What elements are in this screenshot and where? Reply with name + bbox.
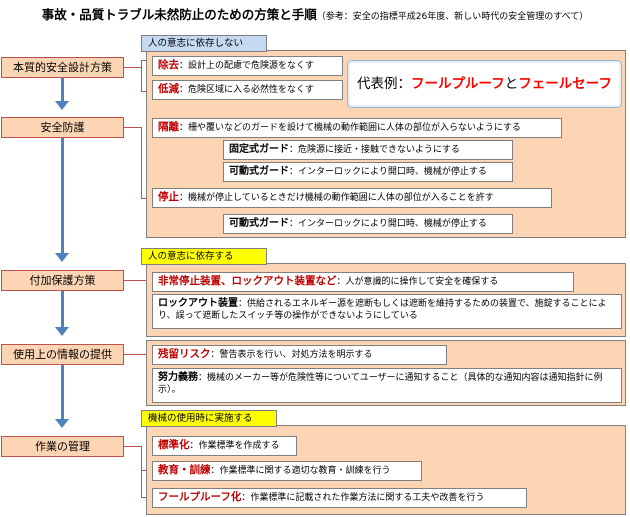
flow-arrow-1-head — [55, 101, 69, 110]
example-prefix: 代表例： — [357, 76, 412, 92]
flow-arrow-1-shaft — [61, 78, 64, 101]
step-information-for-use: 使用上の情報の提供 — [1, 344, 124, 365]
title-main: 事故・品質トラブル未然防止のための方策と手順 — [41, 7, 317, 22]
example-failsafe: フェールセーフ — [518, 76, 612, 92]
flow-arrow-4-shaft — [61, 365, 64, 419]
step-complementary-measures: 付加保護方策 — [1, 270, 124, 291]
diagram-title: 事故・品質トラブル未然防止のための方策と手順（参考：安全の指標平成26年度、新し… — [2, 4, 628, 24]
flow-arrow-3-shaft — [61, 291, 64, 327]
effort-duty-text: ：機械のメーカー等が危険性等についてユーザーに通知すること（具体的な通知内容は通… — [158, 373, 603, 395]
stop-movable-guard-keyword: 可動式ガード — [229, 218, 289, 229]
reduction-text: ：危険区域に入る必然性をなくす — [179, 85, 315, 95]
header-independent-of-will: 人の意志に依存しない — [141, 35, 267, 52]
movable-guard-text: ：インターロックにより開口時、機械が停止する — [289, 167, 487, 177]
example-foolproof: フールプルーフ — [411, 76, 505, 92]
stop-text: ：機械が停止しているときだけ機械の動作範囲に人体の部位が入ることを許す — [179, 193, 494, 203]
item-movable-guard: 可動式ガード：インターロックにより開口時、機械が停止する — [223, 162, 513, 182]
flow-arrow-2-head — [55, 253, 69, 262]
item-standardization: 標準化：作業標準を作成する — [152, 436, 297, 456]
stop-movable-guard-text: ：インターロックにより開口時、機械が停止する — [289, 219, 487, 229]
connector-step1 — [124, 67, 141, 68]
item-isolation: 隔離：柵や覆いなどのガードを設けて機械の動作範囲に人体の部位が入らないようにする — [152, 118, 562, 138]
example-and: と — [504, 76, 519, 92]
removal-text: ：設計上の配慮で危険源をなくす — [179, 61, 315, 71]
bracket-step2 — [141, 127, 142, 199]
reduction-keyword: 低減 — [158, 83, 179, 95]
item-education-training: 教育・訓練：作業標準に関する適切な教育・訓練を行う — [152, 461, 422, 481]
step-work-management: 作業の管理 — [1, 436, 124, 457]
residual-risk-text: ：警告表示を行い、対処方法を明示する — [210, 350, 373, 360]
isolation-keyword: 隔離 — [158, 121, 179, 133]
item-reduction: 低減：危険区域に入る必然性をなくす — [152, 80, 343, 100]
connector-step3 — [124, 280, 152, 281]
flow-arrow-2-shaft — [61, 138, 64, 253]
item-emergency-stop: 非常停止装置、ロックアウト装置など：人が意識的に操作して安全を確保する — [152, 272, 574, 292]
step-inherent-safe-design: 本質的安全設計方策 — [1, 57, 124, 78]
foolproofing-text: ：作業標準に記載された作業方法に関する工夫や改善を行う — [241, 493, 485, 503]
item-effort-duty: 努力義務：機械のメーカー等が危険性等についてユーザーに通知すること（具体的な通知… — [152, 368, 622, 403]
standardization-keyword: 標準化 — [158, 439, 190, 451]
standardization-text: ：作業標準を作成する — [189, 441, 280, 451]
step-safeguarding: 安全防護 — [1, 117, 124, 138]
header-machine-use: 機械の使用時に実施する — [141, 410, 277, 427]
fixed-guard-keyword: 固定式ガード — [229, 144, 289, 155]
bracket-step1 — [141, 60, 142, 92]
emergency-stop-keyword: 非常停止装置、ロックアウト装置など — [158, 275, 337, 287]
flow-arrow-3-head — [55, 327, 69, 336]
title-reference: （参考：安全の指標平成26年度、新しい時代の安全管理のすべて） — [316, 12, 589, 22]
item-fixed-guard: 固定式ガード：危険源に接近・接触できないようにする — [223, 140, 513, 160]
lockout-keyword: ロックアウト装置 — [158, 298, 238, 309]
fixed-guard-text: ：危険源に接近・接触できないようにする — [289, 145, 460, 155]
header-dependent-on-will: 人の意志に依存する — [141, 248, 267, 265]
bracket-step5 — [141, 446, 142, 498]
removal-keyword: 除去 — [158, 59, 179, 71]
isolation-text: ：柵や覆いなどのガードを設けて機械の動作範囲に人体の部位が入らないようにする — [179, 123, 521, 133]
item-stop-movable-guard: 可動式ガード：インターロックにより開口時、機械が停止する — [223, 214, 513, 234]
foolproofing-keyword: フールプルーフ化 — [158, 491, 242, 503]
education-training-keyword: 教育・訓練 — [158, 464, 211, 476]
connector-step4 — [124, 354, 152, 355]
item-lockout-device: ロックアウト装置：供給されるエネルギー源を遮断もしくは遮断を維持するための装置で… — [152, 294, 622, 329]
movable-guard-keyword: 可動式ガード — [229, 166, 289, 177]
connector-step5 — [124, 446, 141, 447]
item-stop: 停止：機械が停止しているときだけ機械の動作範囲に人体の部位が入ることを許す — [152, 188, 552, 208]
lockout-text: ：供給されるエネルギー源を遮断もしくは遮断を維持するための装置で、施錠することに… — [158, 299, 607, 321]
flow-arrow-4-head — [55, 419, 69, 428]
emergency-stop-text: ：人が意識的に操作して安全を確保する — [336, 277, 499, 287]
item-removal: 除去：設計上の配慮で危険源をなくす — [152, 56, 343, 76]
representative-example-box: 代表例：フールプルーフとフェールセーフ — [347, 60, 622, 108]
item-foolproofing: フールプルーフ化：作業標準に記載された作業方法に関する工夫や改善を行う — [152, 488, 527, 508]
item-residual-risk: 残留リスク：警告表示を行い、対処方法を明示する — [152, 345, 447, 365]
education-training-text: ：作業標準に関する適切な教育・訓練を行う — [210, 466, 391, 476]
residual-risk-keyword: 残留リスク — [158, 348, 211, 360]
effort-duty-keyword: 努力義務 — [158, 372, 198, 383]
stop-keyword: 停止 — [158, 191, 179, 203]
connector-step2 — [124, 127, 141, 128]
